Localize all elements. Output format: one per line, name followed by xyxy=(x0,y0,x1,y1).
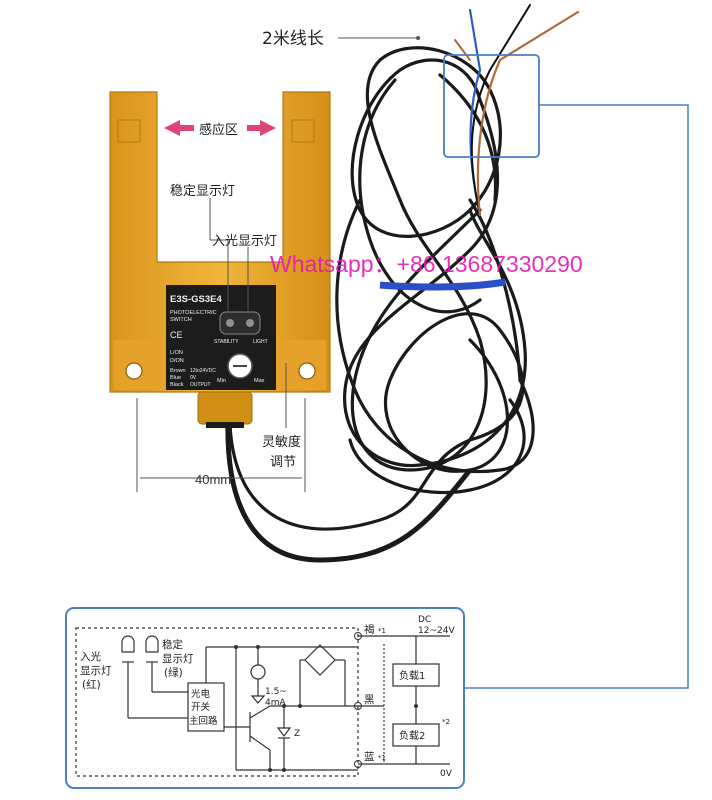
zero-v-label: 0V xyxy=(440,769,453,779)
stability-indicator-label: 稳定显示灯 xyxy=(170,183,235,199)
max-text: Max xyxy=(254,378,265,384)
zero-v-text: 0V xyxy=(190,375,197,381)
circuit-light-label-1: 入光 xyxy=(80,650,101,663)
wire-blue: Blue xyxy=(170,375,181,381)
cable-tie xyxy=(379,278,506,291)
stability-led-icon xyxy=(226,319,234,327)
callout-lines xyxy=(136,37,418,492)
whatsapp-watermark: Whatsapp：+86 13687330290 xyxy=(270,251,583,277)
zener-label: Z xyxy=(294,729,300,739)
stability-text: STABILITY xyxy=(214,339,239,345)
current-label: 1.5~ xyxy=(265,687,287,697)
wire-brown: Brown xyxy=(170,368,186,374)
mounting-hole-left xyxy=(125,362,143,380)
mark-1b: *1 xyxy=(378,754,386,762)
sensor-cable xyxy=(225,419,472,563)
mode-don: D/ON xyxy=(170,358,184,364)
light-text: LIGHT xyxy=(253,339,268,345)
brown-wire-label: 褐 xyxy=(364,623,375,636)
type-line-2: SWITCH xyxy=(170,317,192,323)
sensitivity-label-2: 调节 xyxy=(270,455,296,470)
ce-mark: CE xyxy=(170,330,183,340)
main-circuit-label-1: 光电 xyxy=(191,688,211,700)
cable-length-label: 2米线长 xyxy=(262,29,324,49)
mark-1a: *1 xyxy=(378,627,386,635)
circuit-stability-label-2: 显示灯 xyxy=(162,653,194,665)
dc-label: DC xyxy=(418,615,431,625)
mode-lon: L/ON xyxy=(170,350,183,356)
mark-2: *2 xyxy=(442,718,450,726)
circuit-stability-label-3: (绿) xyxy=(164,666,183,679)
receiver-window-icon xyxy=(291,119,315,143)
load-1-label: 负载1 xyxy=(399,669,425,682)
type-line-1: PHOTOELECTRIC xyxy=(170,310,217,316)
circuit-stability-label-1: 稳定 xyxy=(162,638,183,651)
wire-highlight-frame xyxy=(443,54,540,158)
model-number: E3S-GS3E4 xyxy=(170,294,222,305)
mounting-hole-right xyxy=(298,362,316,380)
dc-range-label: 12~24V xyxy=(418,626,455,636)
sensing-area-label: 感应区 xyxy=(199,122,238,138)
supply-text: 12to24VDC xyxy=(190,368,216,374)
circuit-diagram-frame xyxy=(65,607,465,789)
slot-width-label: 40mm xyxy=(195,472,231,487)
light-indicator-label: 入光显示灯 xyxy=(212,234,277,249)
indicator-window xyxy=(219,311,261,335)
sensing-area-arrows xyxy=(164,120,276,136)
black-wire-label: 黑 xyxy=(364,694,375,706)
circuit-light-label-3: (红) xyxy=(82,678,101,691)
blue-wire-label: 蓝 xyxy=(364,751,375,763)
load-2-label: 负载2 xyxy=(399,729,425,742)
wire-black: Black xyxy=(170,382,184,388)
emitter-window-icon xyxy=(117,119,141,143)
min-text: Min xyxy=(217,378,226,384)
main-circuit-label-2: 开关 xyxy=(191,701,211,713)
cable-coil xyxy=(228,46,535,531)
sensor-label-panel xyxy=(166,285,276,390)
wire-ends xyxy=(454,4,580,217)
cable-gland xyxy=(197,391,253,425)
light-led-icon xyxy=(246,319,254,327)
current-label-2: 4mA xyxy=(265,698,286,708)
main-circuit-label-3: 主回路 xyxy=(189,715,218,727)
circuit-light-label-2: 显示灯 xyxy=(80,665,112,677)
sensitivity-label-1: 灵敏度 xyxy=(262,434,301,450)
output-text: OUTPUT xyxy=(190,382,211,388)
connector-line xyxy=(465,104,689,689)
